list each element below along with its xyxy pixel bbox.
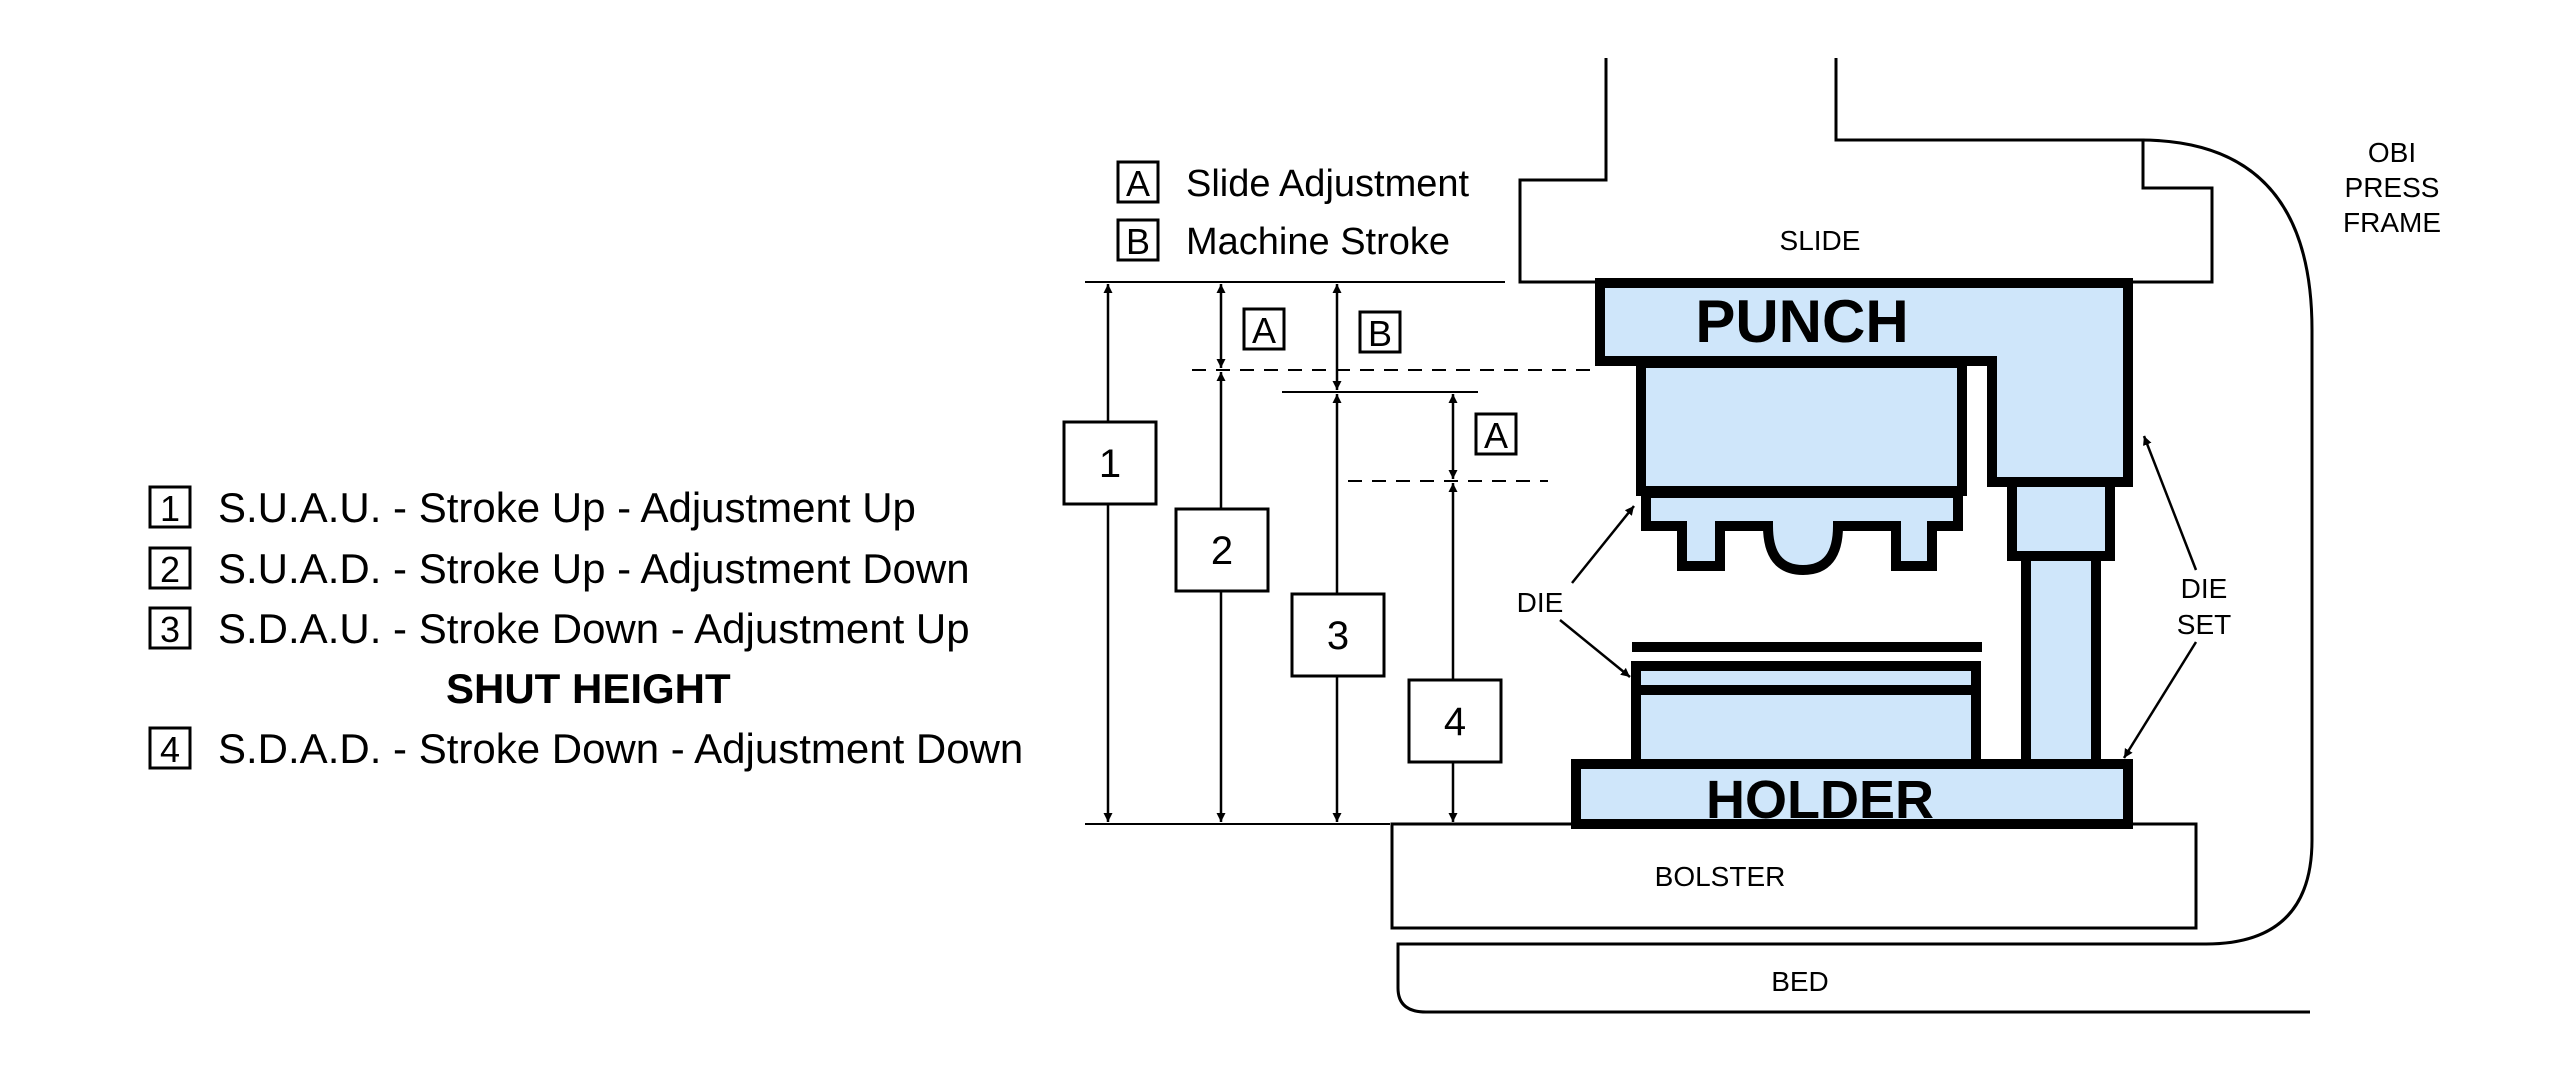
dimension-box-2: [1174, 507, 1270, 593]
dimension-box-a-lower: [1474, 412, 1518, 456]
obi-press-frame: [1396, 138, 2314, 1014]
legend-box-2: [148, 546, 192, 590]
holder: [1571, 759, 2133, 829]
legend-num-4: 4: [160, 729, 180, 770]
legend-item-3: 3 S.D.A.U. - Stroke Down - Adjustment Up: [148, 605, 970, 652]
dimension-box-1: [1062, 420, 1158, 506]
legend-item-4: 4 S.D.A.D. - Stroke Down - Adjustment Do…: [148, 725, 1023, 772]
legend-text-2: S.U.A.D. - Stroke Up - Adjustment Down: [218, 545, 970, 592]
dimension-label-2: 2: [1211, 529, 1233, 573]
legend-box-3: [148, 606, 192, 650]
dimension-box-a-upper: [1242, 307, 1286, 351]
legend-num-2: 2: [160, 549, 180, 590]
frame-label-3: FRAME: [2343, 207, 2441, 238]
lower-die: [1631, 683, 1981, 769]
dimension-label-a-lower: A: [1484, 415, 1508, 456]
key-machine-stroke: B Machine Stroke: [1116, 218, 1450, 263]
key-box-b: [1116, 218, 1160, 262]
die-set-arrow-upper: [2142, 435, 2198, 571]
punch-label: PUNCH: [1695, 288, 1908, 355]
legend-item-2: 2 S.U.A.D. - Stroke Up - Adjustment Down: [148, 545, 970, 592]
key-letter-b: B: [1126, 221, 1150, 262]
bolster-label: BOLSTER: [1655, 861, 1786, 892]
die-label: DIE: [1517, 587, 1564, 618]
holder-label: HOLDER: [1706, 770, 1934, 830]
frame-label-1: OBI: [2368, 137, 2416, 168]
lower-die-plate: [1631, 661, 1981, 695]
bed-label: BED: [1771, 966, 1829, 997]
dimension-label-3: 3: [1327, 614, 1349, 658]
dimension-box-b: [1358, 310, 1402, 354]
die-arrow-lower: [1559, 619, 1631, 678]
legend-text-4: S.D.A.D. - Stroke Down - Adjustment Down: [218, 725, 1023, 772]
die-set-arrow-lower: [2122, 641, 2198, 759]
legend-box-1: [148, 485, 192, 529]
legend-box-4: [148, 726, 192, 770]
dimension-label-b: B: [1368, 313, 1392, 354]
key-text-a: Slide Adjustment: [1186, 163, 1469, 205]
key-box-a: [1116, 160, 1160, 204]
dimension-box-3: [1290, 592, 1386, 678]
bolster: [1390, 822, 2198, 930]
upper-die: [1636, 358, 1967, 496]
dimension-box-4: [1407, 678, 1503, 764]
legend-text-1: S.U.A.U. - Stroke Up - Adjustment Up: [218, 484, 916, 531]
punch: [1595, 278, 2133, 487]
upper-die-profile: [1641, 488, 1963, 576]
key-text-b: Machine Stroke: [1186, 221, 1450, 263]
legend-num-1: 1: [160, 488, 180, 529]
die-set-label-2: SET: [2177, 609, 2231, 640]
slide: [1518, 58, 2214, 284]
dimension-label-a-upper: A: [1252, 310, 1276, 351]
key-slide-adjustment: A Slide Adjustment: [1116, 160, 1469, 205]
frame-label-2: PRESS: [2345, 172, 2440, 203]
die-arrow-upper: [1571, 505, 1635, 584]
shut-height-title: SHUT HEIGHT: [446, 665, 731, 712]
legend-num-3: 3: [160, 609, 180, 650]
legend-text-3: S.D.A.U. - Stroke Down - Adjustment Up: [218, 605, 970, 652]
guide-post: [2021, 535, 2101, 769]
key-letter-a: A: [1126, 163, 1150, 204]
dimension-label-4: 4: [1444, 700, 1466, 744]
legend-item-1: 1 S.U.A.U. - Stroke Up - Adjustment Up: [148, 484, 916, 531]
dimension-label-1: 1: [1099, 442, 1121, 486]
slide-label: SLIDE: [1780, 225, 1861, 256]
die-set-label-1: DIE: [2181, 573, 2228, 604]
guide-bushing: [2007, 475, 2115, 561]
